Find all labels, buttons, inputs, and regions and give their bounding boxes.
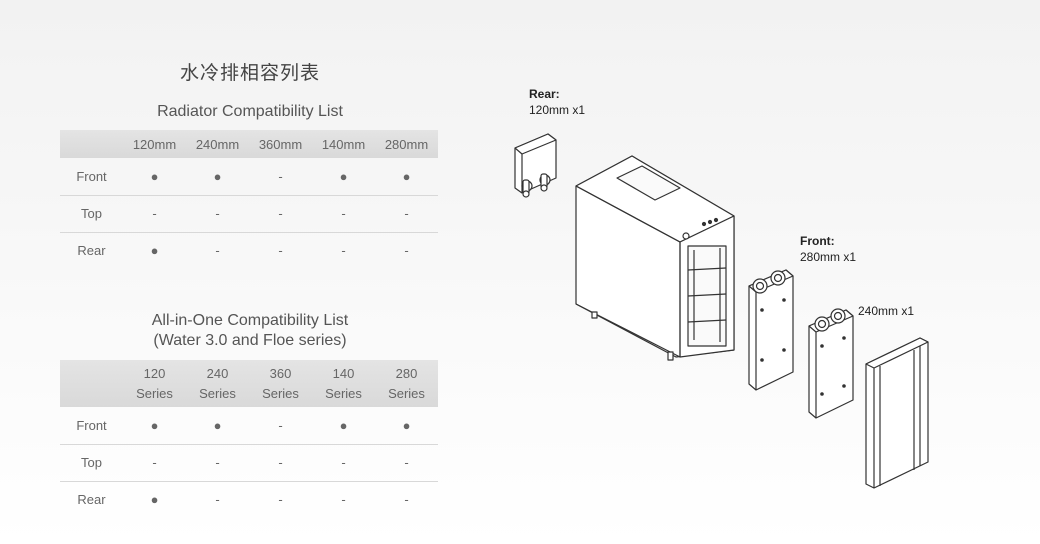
table-cell: ● [186, 158, 249, 196]
table-cell: - [249, 444, 312, 482]
table-cell: - [312, 195, 375, 233]
page-title-cn: 水冷排相容列表 [179, 62, 320, 84]
rear-value: 120mm x1 [529, 103, 586, 117]
radiator-table: 120mm 240mm 360mm 140mm 280mm Front ● ● … [60, 130, 438, 269]
header-cell: 360mm [258, 136, 303, 152]
front-label: Front: [800, 234, 835, 248]
table-cell: - [123, 195, 186, 233]
front-280-radiator-drawing [748, 269, 794, 391]
case-body-drawing [575, 155, 735, 361]
aio-list-title: All-in-One Compatibility List [151, 312, 349, 329]
header-top: 240 [206, 365, 229, 381]
table-cell: ● [312, 158, 375, 196]
table-cell: - [278, 492, 283, 508]
table-cell: - [375, 195, 438, 233]
table-cell: - [215, 243, 220, 259]
header-bottom: Series [388, 385, 425, 401]
row-label: Rear [77, 243, 106, 259]
header-bottom: Series [199, 385, 236, 401]
table-cell: ● [375, 407, 438, 445]
table-cell: - [186, 195, 249, 233]
table-cell: - [186, 444, 249, 482]
table-cell: - [249, 158, 312, 196]
row-label: Top [60, 195, 123, 233]
table-row: Rear ● - - - - [60, 481, 438, 518]
header-top: 280 [395, 365, 418, 381]
radiator-header-row: 120mm 240mm 360mm 140mm 280mm [60, 130, 438, 158]
table-row: Top - - - - - [60, 195, 438, 233]
aio-list-subtitle: (Water 3.0 and Floe series) [153, 332, 347, 349]
row-label: Rear [77, 492, 106, 508]
row-label: Top [60, 444, 123, 482]
rear-callout: Rear: 120mm x1 [529, 86, 585, 118]
header-bottom: Series [136, 385, 173, 401]
table-cell: - [404, 492, 409, 508]
header-top: 360 [269, 365, 292, 381]
front2-value: 240mm x1 [858, 304, 915, 318]
table-cell: - [215, 492, 220, 508]
row-label: Front [60, 407, 123, 445]
header-cell: 240mm [195, 136, 240, 152]
header-top: 120 [143, 365, 166, 381]
table-row: Top - - - - - [60, 444, 438, 482]
table-row: Rear ● - - - - [60, 232, 438, 269]
table-cell: - [123, 444, 186, 482]
front-value: 280mm x1 [800, 250, 857, 264]
radiator-list-title: Radiator Compatibility List [157, 103, 343, 120]
table-cell: - [249, 407, 312, 445]
header-bottom: Series [325, 385, 362, 401]
table-cell: ● [186, 407, 249, 445]
table-cell: - [312, 444, 375, 482]
table-cell: ● [123, 407, 186, 445]
row-label: Front [60, 158, 123, 196]
header-cell: 120mm [132, 136, 177, 152]
table-cell: - [341, 243, 346, 259]
front2-callout: 240mm x1 [858, 303, 914, 319]
table-cell: ● [123, 158, 186, 196]
table-cell: ● [150, 243, 159, 259]
table-cell: - [249, 195, 312, 233]
table-cell: - [278, 243, 283, 259]
header-cell: 140mm [321, 136, 366, 152]
rear-radiator-drawing [514, 133, 557, 198]
header-cell: 280mm [384, 136, 429, 152]
front-callout: Front: 280mm x1 [800, 233, 856, 265]
table-row: Front ● ● - ● ● [60, 407, 438, 445]
table-cell: - [404, 243, 409, 259]
table-cell: - [341, 492, 346, 508]
table-row: Front ● ● - ● ● [60, 158, 438, 196]
header-top: 140 [332, 365, 355, 381]
table-cell: ● [312, 407, 375, 445]
table-cell: ● [375, 158, 438, 196]
table-cell: - [375, 444, 438, 482]
front-240-radiator-drawing [808, 308, 854, 419]
rear-label: Rear: [529, 87, 560, 101]
front-panel-drawing [865, 337, 929, 489]
header-bottom: Series [262, 385, 299, 401]
table-cell: ● [150, 492, 159, 508]
